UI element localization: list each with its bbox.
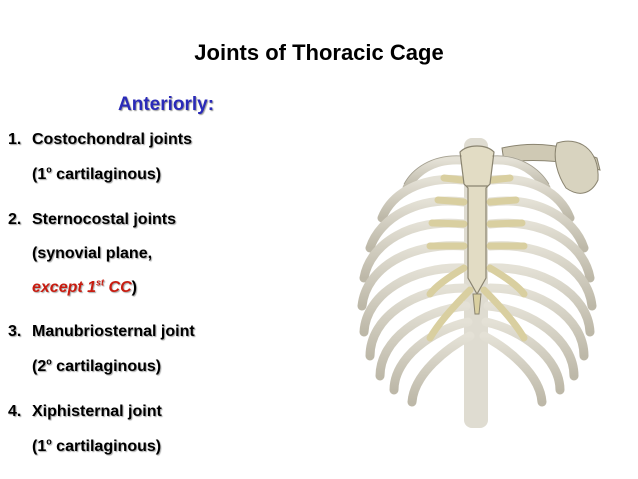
list-item-3-title: Manubriosternal joint (32, 323, 195, 340)
list-item-2-number: 2. (8, 211, 22, 228)
slide-title: Joints of Thoracic Cage (194, 40, 444, 65)
list-item-4-title: Xiphisternal joint (32, 403, 162, 420)
rib-cage-illustration-icon (357, 138, 601, 428)
list-item-3-detail: (2o cartilaginous) (32, 356, 162, 375)
list-item-1-number: 1. (8, 131, 22, 148)
list-item-1-title: Costochondral joints (32, 131, 192, 148)
list-item-3-number: 3. (8, 323, 22, 340)
slide-subtitle: Anteriorly: (118, 94, 215, 115)
list-item-2-detail: (synovial plane, (32, 245, 153, 262)
list-item-4-detail: (1o cartilaginous) (32, 436, 162, 455)
list-item-2-exception: except 1st CC) (32, 277, 137, 296)
list-item-4-number: 4. (8, 403, 22, 420)
exception-text: except 1 (32, 279, 97, 296)
list-item-2-title: Sternocostal joints (32, 211, 177, 228)
list-item-1-detail: (1o cartilaginous) (32, 164, 162, 183)
